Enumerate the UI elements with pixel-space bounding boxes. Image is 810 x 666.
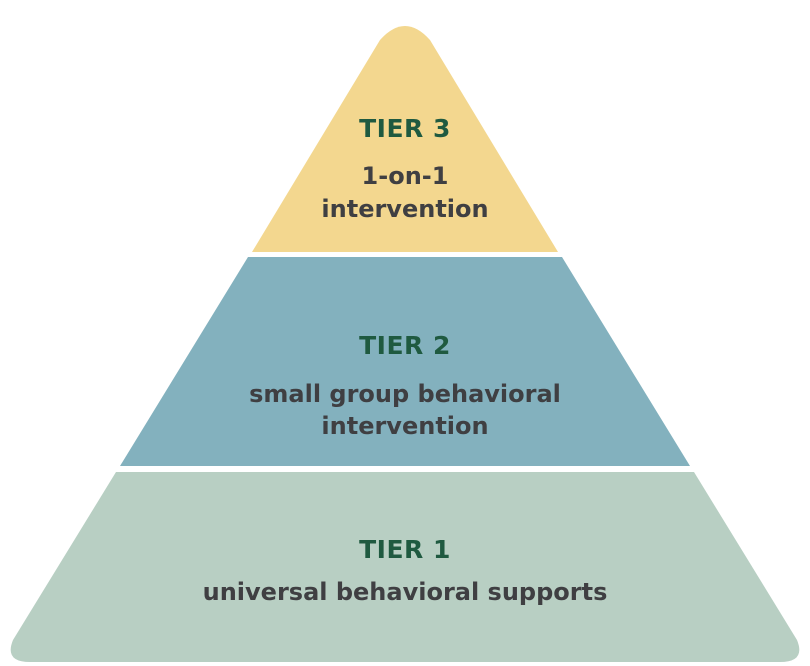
- tier-1-title: TIER 1: [359, 535, 451, 564]
- tier-1-description: universal behavioral supports: [202, 578, 608, 606]
- tier-2-description-line-1: small group behavioral: [249, 380, 561, 408]
- tier-2-description-line-2: intervention: [321, 412, 489, 440]
- tier-3-shape: [252, 26, 558, 252]
- tier-3-description-line-1: 1-on-1: [361, 162, 449, 190]
- tier-3-title: TIER 3: [359, 114, 451, 143]
- tier-2-title: TIER 2: [359, 331, 451, 360]
- tier-2-shape: [120, 257, 690, 466]
- tier-1-shape: [10, 472, 800, 662]
- tier-3-description-line-2: intervention: [321, 195, 489, 223]
